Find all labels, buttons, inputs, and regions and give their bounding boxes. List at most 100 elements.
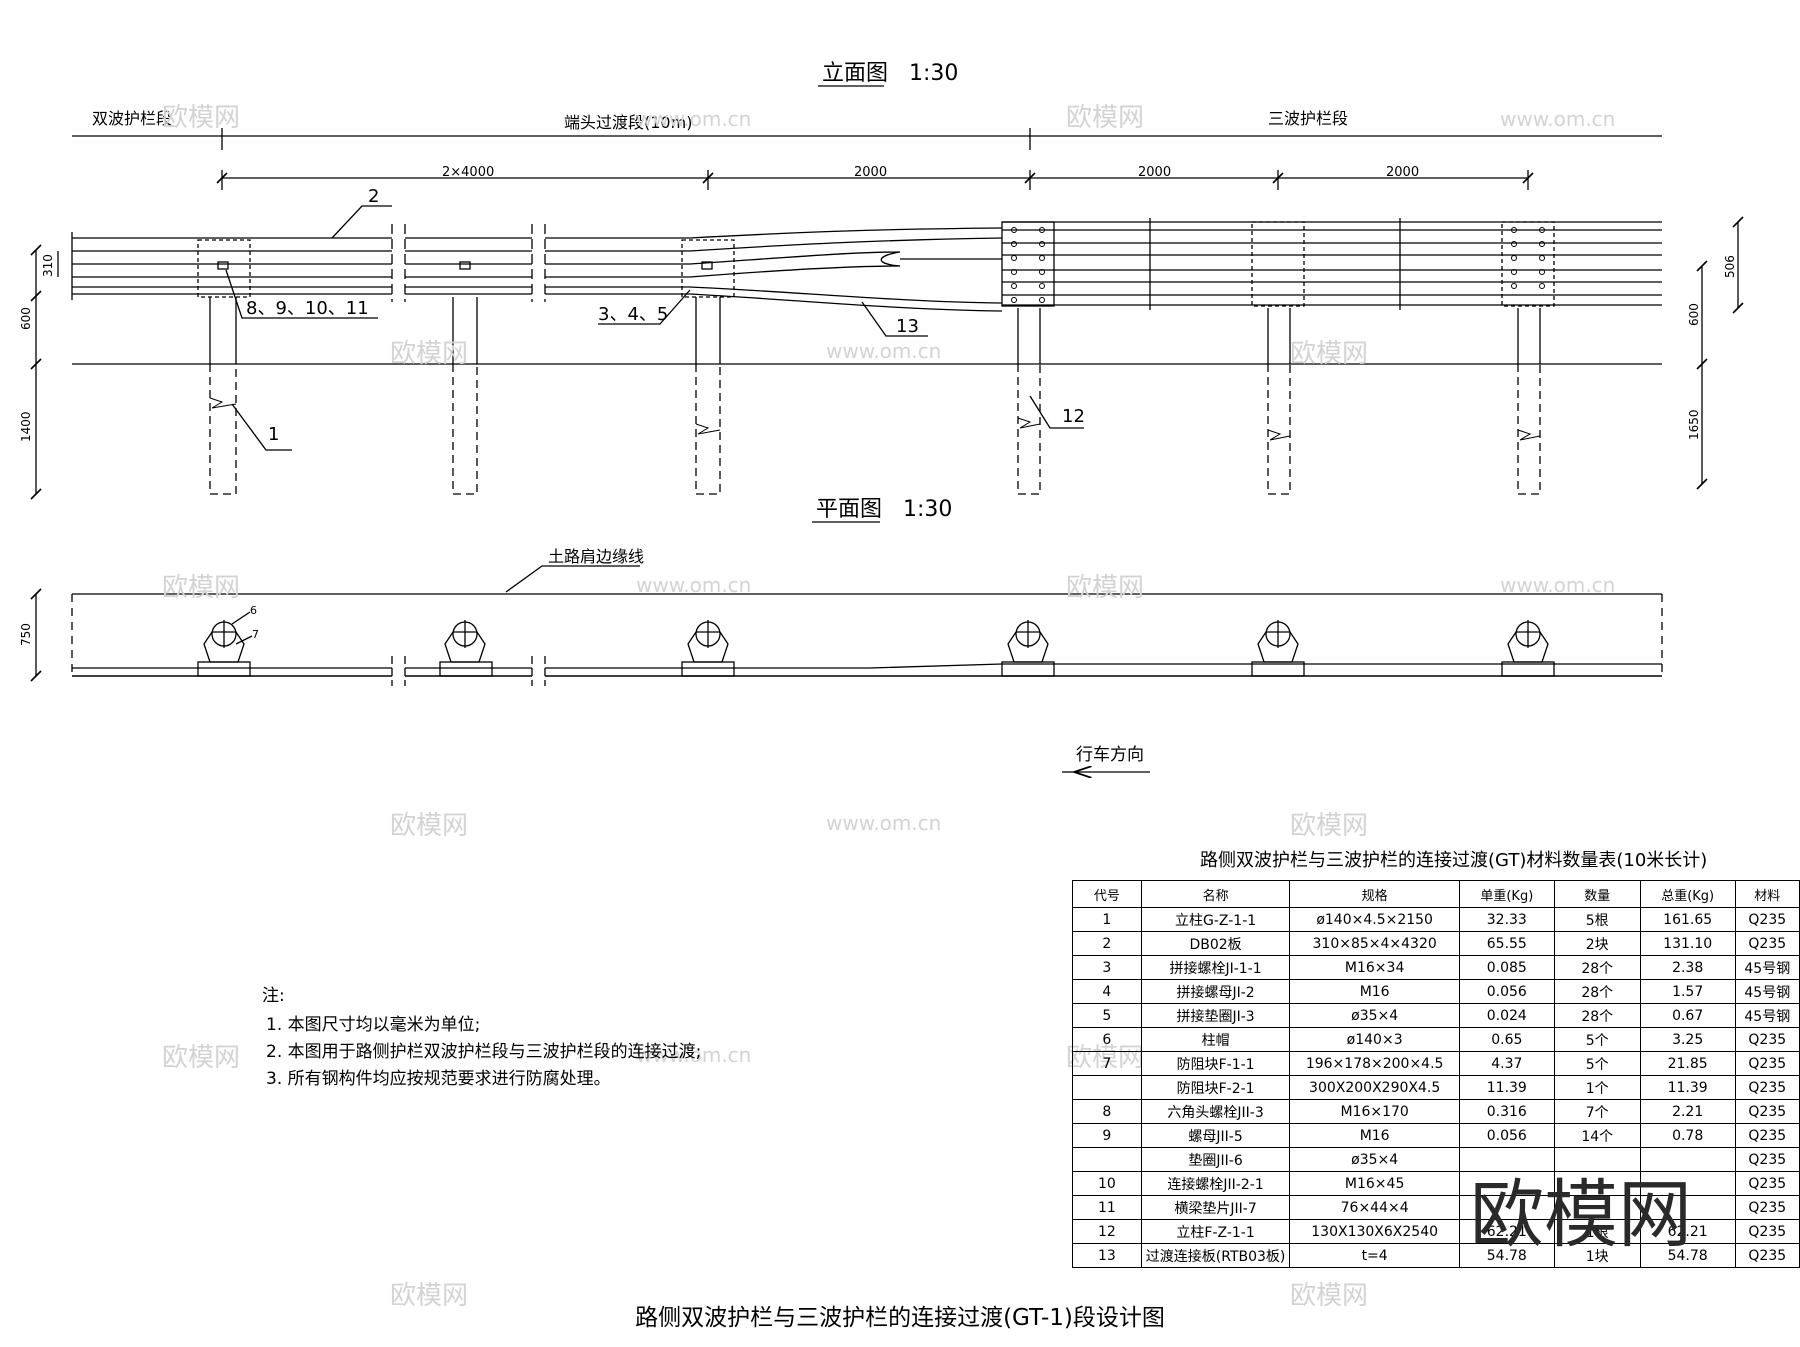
table-cell: M16: [1289, 1123, 1460, 1148]
table-cell: Q235: [1734, 1147, 1800, 1172]
col-unit-weight: 单重(Kg): [1458, 880, 1555, 908]
callout-6: 6: [250, 604, 257, 617]
table-cell: 垫圈JII-6: [1140, 1147, 1291, 1172]
table-cell: M16×170: [1289, 1099, 1460, 1124]
table-cell: ø140×4.5×2150: [1289, 907, 1460, 932]
watermark-brand: 欧模网: [390, 339, 468, 369]
table-cell: M16×45: [1289, 1171, 1460, 1196]
table-cell: 10: [1072, 1171, 1142, 1196]
table-cell: 45号钢: [1734, 979, 1800, 1004]
plan-posts: [203, 620, 1549, 663]
watermark-site: www.om.cn: [1500, 107, 1615, 131]
watermark-brand: 欧模网: [162, 573, 240, 603]
dim-top-3: 2000: [1138, 165, 1171, 180]
table-cell: 7: [1072, 1051, 1142, 1076]
table-cell: 8: [1072, 1099, 1142, 1124]
table-cell: [1639, 1171, 1736, 1196]
table-cell: 防阻块F-2-1: [1140, 1075, 1291, 1100]
segment-left-label: 双波护栏段: [92, 109, 172, 128]
table-cell: 连接螺栓JII-2-1: [1140, 1171, 1291, 1196]
dim-right-1650: 1650: [1687, 409, 1701, 440]
watermark-site: www.om.cn: [826, 811, 941, 835]
dim-right-506: 506: [1723, 255, 1737, 278]
col-name: 名称: [1140, 880, 1291, 908]
table-cell: t=4: [1289, 1243, 1460, 1268]
table-cell: 1块: [1553, 1243, 1641, 1268]
posts: [209, 297, 1541, 495]
table-cell: 5个: [1553, 1051, 1641, 1076]
callout-3-5: 3、4、5: [598, 304, 668, 325]
table-cell: Q235: [1734, 1219, 1800, 1244]
watermark-brand: 欧模网: [1066, 103, 1144, 133]
table-cell: Q235: [1734, 931, 1800, 956]
table-cell: 横梁垫片JII-7: [1140, 1195, 1291, 1220]
table-cell: 5根: [1553, 907, 1641, 932]
table-cell: 11.39: [1458, 1075, 1555, 1100]
table-cell: 161.65: [1639, 907, 1736, 932]
table-cell: 14个: [1553, 1123, 1641, 1148]
col-material: 材料: [1734, 880, 1800, 908]
shoulder-line-label: 土路肩边缘线: [548, 547, 644, 566]
watermark-brand: 欧模网: [1290, 1281, 1368, 1311]
dim-plan-750: 750: [19, 623, 33, 646]
plan-view: [30, 565, 1663, 772]
table-cell: 11.39: [1639, 1075, 1736, 1100]
table-cell: Q235: [1734, 1051, 1800, 1076]
callout-1: 1: [268, 424, 279, 445]
table-cell: 过渡连接板(RTB03板): [1140, 1243, 1291, 1268]
table-cell: ø35×4: [1289, 1003, 1460, 1028]
direction-label: 行车方向: [1076, 745, 1144, 765]
table-cell: 0.056: [1458, 1123, 1555, 1148]
table-cell: 2块: [1553, 931, 1641, 956]
watermark-brand: 欧模网: [390, 1281, 468, 1311]
table-cell: 28个: [1553, 955, 1641, 980]
table-cell: 3: [1072, 955, 1142, 980]
table-cell: 立柱F-Z-1-1: [1140, 1219, 1291, 1244]
table-cell: 65.55: [1458, 931, 1555, 956]
callout-2: 2: [368, 186, 379, 207]
two-wave-beam: [71, 224, 690, 302]
table-cell: 1根: [1553, 1219, 1641, 1244]
table-cell: Q235: [1734, 1075, 1800, 1100]
col-qty: 数量: [1553, 880, 1641, 908]
watermark-brand: 欧模网: [162, 103, 240, 133]
table-cell: 1个: [1553, 1075, 1641, 1100]
table-cell: Q235: [1734, 1171, 1800, 1196]
dim-top-1: 2×4000: [442, 165, 494, 180]
table-cell: 4.37: [1458, 1051, 1555, 1076]
table-cell: 0.67: [1639, 1003, 1736, 1028]
table-cell: 7个: [1553, 1099, 1641, 1124]
three-wave-beam: [1002, 218, 1662, 310]
table-cell: 0.024: [1458, 1003, 1555, 1028]
table-cell: [1553, 1195, 1641, 1220]
table-cell: Q235: [1734, 1099, 1800, 1124]
transition-plate: [689, 227, 1003, 312]
table-cell: 76×44×4: [1289, 1195, 1460, 1220]
table-cell: M16: [1289, 979, 1460, 1004]
table-cell: 11: [1072, 1195, 1142, 1220]
table-cell: 1: [1072, 907, 1142, 932]
table-cell: 1.57: [1639, 979, 1736, 1004]
table-cell: 立柱G-Z-1-1: [1140, 907, 1291, 932]
table-cell: 4: [1072, 979, 1142, 1004]
table-cell: DB02板: [1140, 931, 1291, 956]
callout-8-11: 8、9、10、11: [246, 298, 369, 319]
note-item: 2. 本图用于路侧护栏双波护栏段与三波护栏段的连接过渡;: [266, 1042, 702, 1062]
table-cell: 0.65: [1458, 1027, 1555, 1052]
table-cell: 9: [1072, 1123, 1142, 1148]
segment-right-label: 三波护栏段: [1268, 109, 1348, 128]
